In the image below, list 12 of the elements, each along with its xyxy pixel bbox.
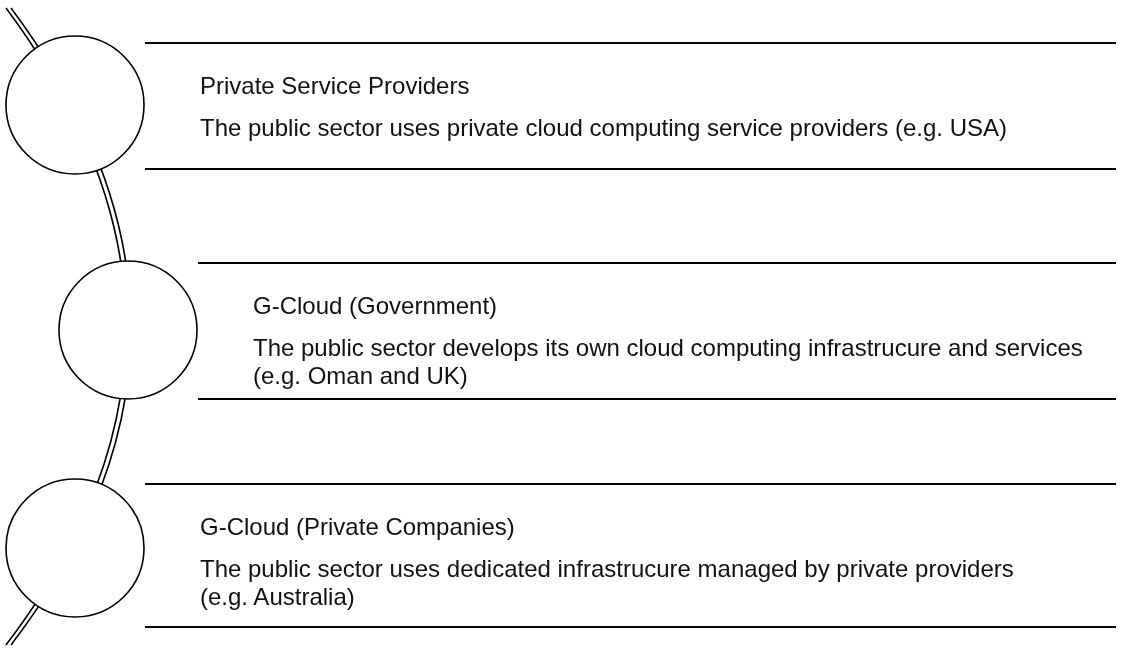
- item-description: The public sector uses dedicated infrastrucure managed by private providers (e.g. Australia): [200, 555, 1015, 611]
- list-band: [198, 262, 1116, 400]
- circle-marker: [5, 35, 145, 175]
- item-heading: Private Service Providers: [200, 72, 470, 100]
- item-heading: G-Cloud (Government): [253, 292, 498, 320]
- list-band: [145, 42, 1116, 170]
- list-band: [145, 483, 1116, 628]
- item-heading: G-Cloud (Private Companies): [200, 513, 515, 541]
- circle-marker: [58, 260, 198, 400]
- circle-marker: [5, 478, 145, 618]
- item-description: The public sector uses private cloud computing service providers (e.g. USA): [200, 114, 1009, 142]
- item-description: The public sector develops its own cloud computing infrastrucure and services (e.g. Oman and UK): [253, 334, 1084, 390]
